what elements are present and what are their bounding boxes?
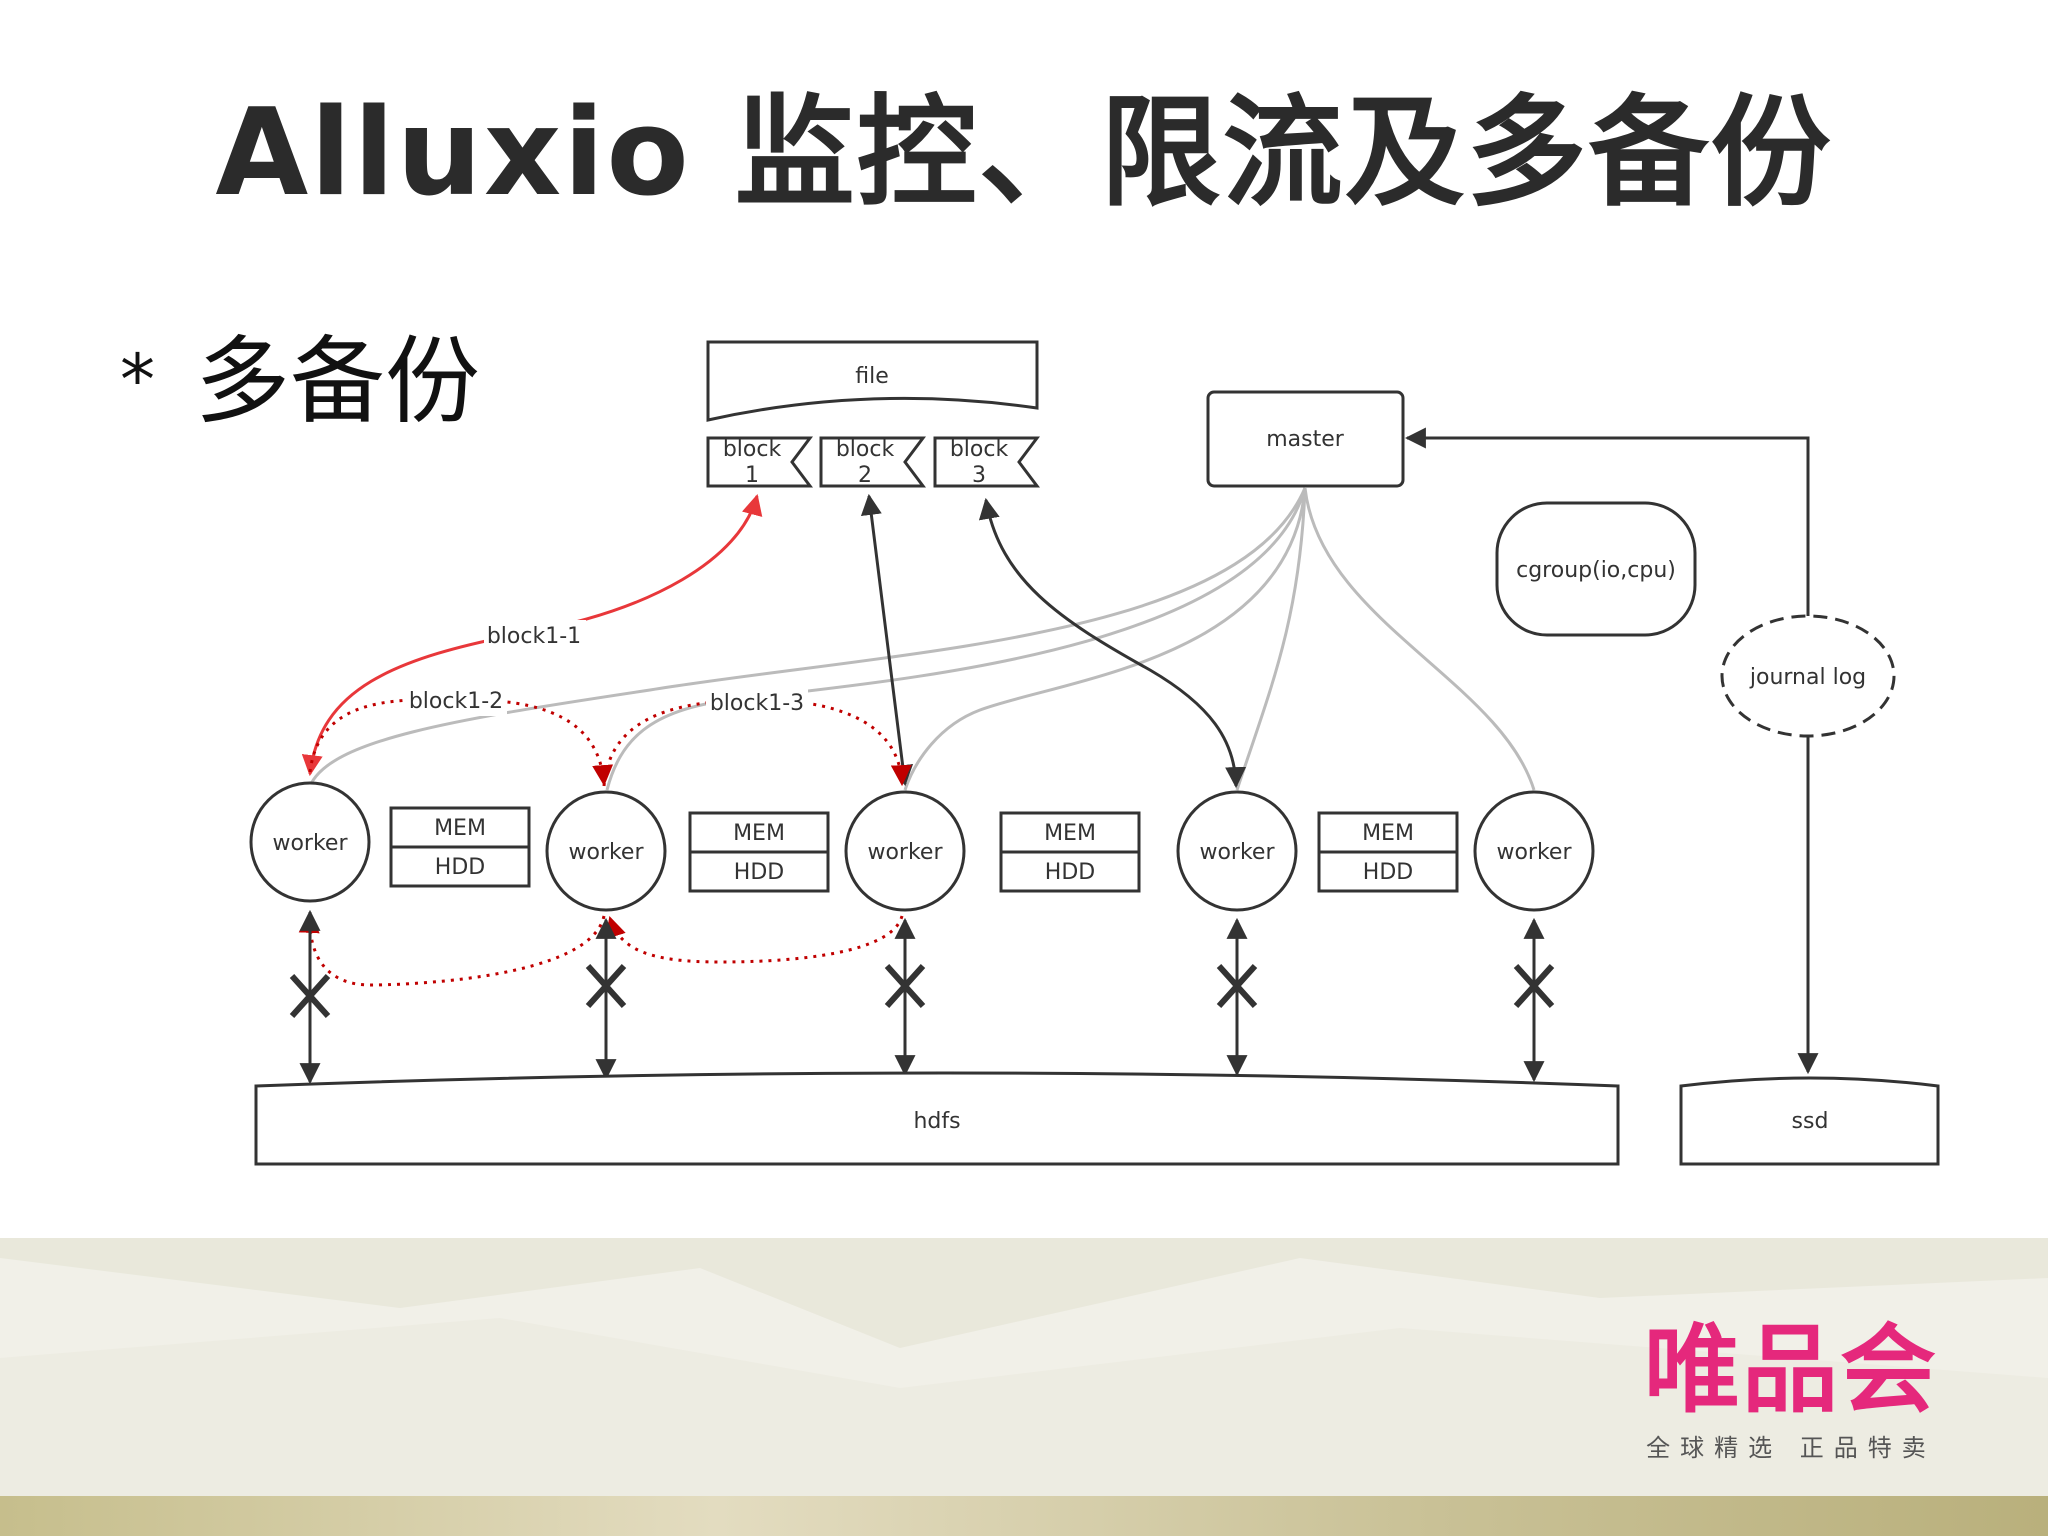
bullet-symbol: * — [120, 339, 155, 421]
worker-label-1: worker — [272, 831, 348, 856]
worker-node-4 — [1176, 790, 1298, 912]
cgroup-box — [1495, 501, 1697, 637]
storage-mem-label-4: MEM — [1362, 821, 1414, 846]
block-3-worker-4-arrow — [978, 497, 1247, 789]
block-1-number: 1 — [745, 463, 759, 488]
storage-hdd-label-3: HDD — [1045, 860, 1095, 885]
journal-to-master-arrow — [1404, 427, 1810, 616]
hdfs-label: hdfs — [913, 1109, 960, 1134]
block-1: block 1 — [706, 436, 813, 488]
storage-box-4: MEM HDD — [1317, 811, 1459, 893]
replica-back-2-arrow — [605, 915, 904, 964]
bullet-item: * 多备份 — [120, 305, 480, 442]
footer-background — [0, 1238, 2048, 1536]
storage-tiers: MEM HDD MEM HDD MEM HDD MEM HDD — [389, 806, 1459, 893]
replica-back-1-arrow — [298, 911, 606, 987]
storage-mem-label-2: MEM — [733, 821, 785, 846]
block-2: block 2 — [819, 436, 926, 488]
file-shape — [706, 340, 1039, 422]
brand-name: 唯品会 — [1644, 1314, 1938, 1426]
worker-node-3 — [844, 790, 966, 912]
replica-label-1: block1-1 — [487, 624, 581, 649]
block-2-worker-3-arrow — [860, 493, 914, 787]
block-2-label: block — [836, 437, 895, 462]
storage-box-2: MEM HDD — [688, 811, 830, 893]
block-worker-arrows — [860, 493, 1247, 789]
journal-connections — [1404, 427, 1819, 1075]
blocked-x-icon — [1216, 963, 1258, 1009]
storage-hdd-label-2: HDD — [734, 860, 784, 885]
replication-diagram: file block 1 block 2 block 3 master cgro… — [249, 340, 1940, 1166]
worker-node-5 — [1473, 790, 1595, 912]
journal-log-node — [1720, 614, 1896, 738]
workers: worker worker worker worker worker — [249, 781, 1595, 912]
storage-box-1: MEM HDD — [389, 806, 531, 888]
master-to-worker-3-line — [903, 487, 1307, 791]
master-label: master — [1266, 427, 1345, 452]
block-3: block 3 — [933, 436, 1040, 488]
worker-label-5: worker — [1496, 840, 1572, 865]
worker-node-1 — [249, 781, 371, 903]
worker-label-4: worker — [1199, 840, 1275, 865]
hdfs-storage — [254, 1071, 1620, 1166]
storage-hdd-label-4: HDD — [1363, 860, 1413, 885]
block-1-label: block — [723, 437, 782, 462]
storage-hdd-label-1: HDD — [435, 855, 485, 880]
storage-box-3: MEM HDD — [999, 811, 1141, 893]
bullet-text: 多备份 — [195, 327, 481, 437]
storage-mem-label-1: MEM — [434, 816, 486, 841]
worker-node-2 — [545, 790, 667, 912]
file-label: file — [855, 364, 889, 389]
worker-label-3: worker — [867, 840, 943, 865]
master-to-worker-5-line — [1303, 487, 1536, 791]
master-box — [1206, 390, 1405, 488]
storage-mem-label-3: MEM — [1044, 821, 1096, 846]
slide-title: Alluxio 监控、限流及多备份 — [215, 84, 1833, 223]
master-to-worker-1-line — [308, 487, 1307, 787]
worker-label-2: worker — [568, 840, 644, 865]
blocked-x-icon — [884, 963, 926, 1009]
block-2-number: 2 — [858, 463, 872, 488]
master-to-worker-4-line — [1235, 487, 1307, 791]
replica-labels: block1-1 block1-2 block1-3 — [405, 620, 808, 718]
blocked-x-icon — [1513, 963, 1555, 1009]
replica-label-2: block1-2 — [409, 689, 503, 714]
ssd-storage — [1679, 1076, 1940, 1166]
journal-log-label: journal log — [1749, 665, 1866, 690]
replica-label-3: block1-3 — [710, 691, 804, 716]
ssd-label: ssd — [1792, 1109, 1829, 1134]
replica-block1-2-arrow — [308, 698, 614, 787]
cgroup-label: cgroup(io,cpu) — [1516, 558, 1676, 583]
master-to-worker-2-line — [605, 487, 1307, 791]
block-3-number: 3 — [972, 463, 986, 488]
brand-logo: 唯品会 全球精选 正品特卖 — [1644, 1314, 1938, 1463]
blocked-x-icon — [289, 973, 331, 1019]
brand-slogan: 全球精选 正品特卖 — [1646, 1433, 1936, 1462]
blocked-x-icon — [585, 963, 627, 1009]
block-3-label: block — [950, 437, 1009, 462]
hdfs-blocked-links — [289, 909, 1555, 1085]
